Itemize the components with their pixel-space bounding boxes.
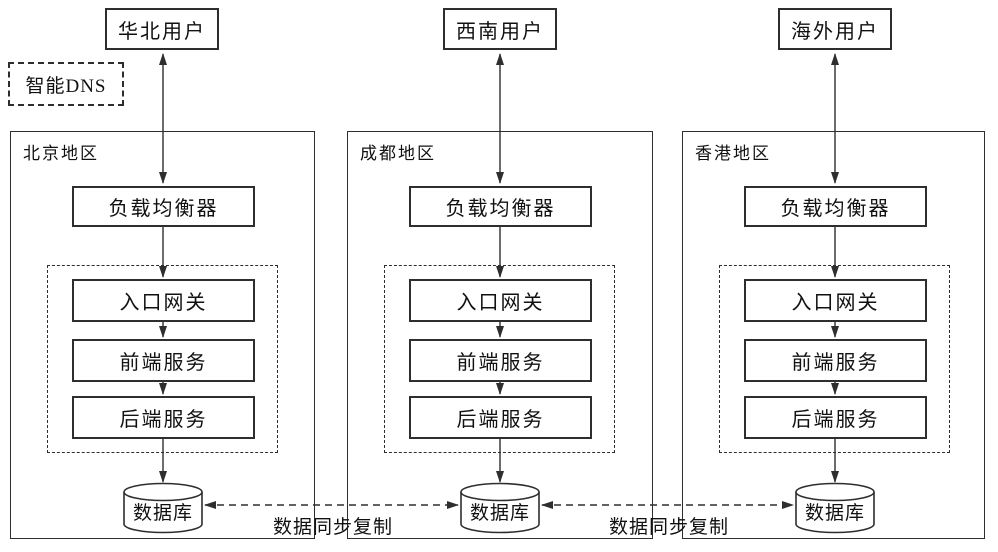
user-box-overseas: 海外用户 — [778, 8, 892, 50]
load-balancer-label: 负载均衡器 — [445, 198, 556, 220]
database-label: 数据库 — [469, 503, 530, 524]
load-balancer-box: 负载均衡器 — [744, 186, 927, 227]
gateway-label: 入口网关 — [119, 292, 208, 314]
service-group-box — [384, 265, 615, 453]
user-label: 华北用户 — [118, 20, 206, 43]
frontend-box: 前端服务 — [72, 339, 255, 382]
backend-label: 后端服务 — [119, 409, 208, 431]
service-group-box — [47, 265, 278, 453]
region-label-beijing: 北京地区 — [23, 144, 99, 163]
gateway-label: 入口网关 — [791, 292, 880, 314]
database-label: 数据库 — [804, 503, 865, 524]
region-box-chengdu — [347, 131, 653, 539]
load-balancer-label: 负载均衡器 — [108, 198, 219, 220]
frontend-label: 前端服务 — [456, 352, 545, 374]
load-balancer-box: 负载均衡器 — [72, 186, 255, 227]
gateway-box: 入口网关 — [409, 279, 592, 322]
region-label-hongkong: 香港地区 — [695, 144, 771, 163]
user-label: 海外用户 — [791, 20, 879, 43]
user-box-north-china: 华北用户 — [105, 8, 219, 50]
smart-dns-label: 智能DNS — [25, 75, 107, 97]
frontend-label: 前端服务 — [119, 352, 208, 374]
region-label-chengdu: 成都地区 — [360, 144, 436, 163]
user-box-southwest: 西南用户 — [443, 8, 557, 50]
region-box-hongkong — [682, 131, 985, 539]
backend-label: 后端服务 — [456, 409, 545, 431]
sync-replication-label-2: 数据同步复制 — [608, 517, 729, 538]
region-box-beijing — [10, 131, 315, 539]
load-balancer-box: 负载均衡器 — [409, 186, 592, 227]
database-label: 数据库 — [132, 503, 193, 524]
gateway-label: 入口网关 — [456, 292, 545, 314]
service-group-box — [719, 265, 950, 453]
frontend-label: 前端服务 — [791, 352, 880, 374]
backend-box: 后端服务 — [72, 396, 255, 439]
backend-box: 后端服务 — [409, 396, 592, 439]
load-balancer-label: 负载均衡器 — [780, 198, 891, 220]
user-label: 西南用户 — [456, 20, 544, 43]
backend-label: 后端服务 — [791, 409, 880, 431]
sync-replication-label-1: 数据同步复制 — [272, 517, 393, 538]
gateway-box: 入口网关 — [744, 279, 927, 322]
gateway-box: 入口网关 — [72, 279, 255, 322]
frontend-box: 前端服务 — [744, 339, 927, 382]
backend-box: 后端服务 — [744, 396, 927, 439]
smart-dns-box: 智能DNS — [8, 62, 124, 106]
frontend-box: 前端服务 — [409, 339, 592, 382]
